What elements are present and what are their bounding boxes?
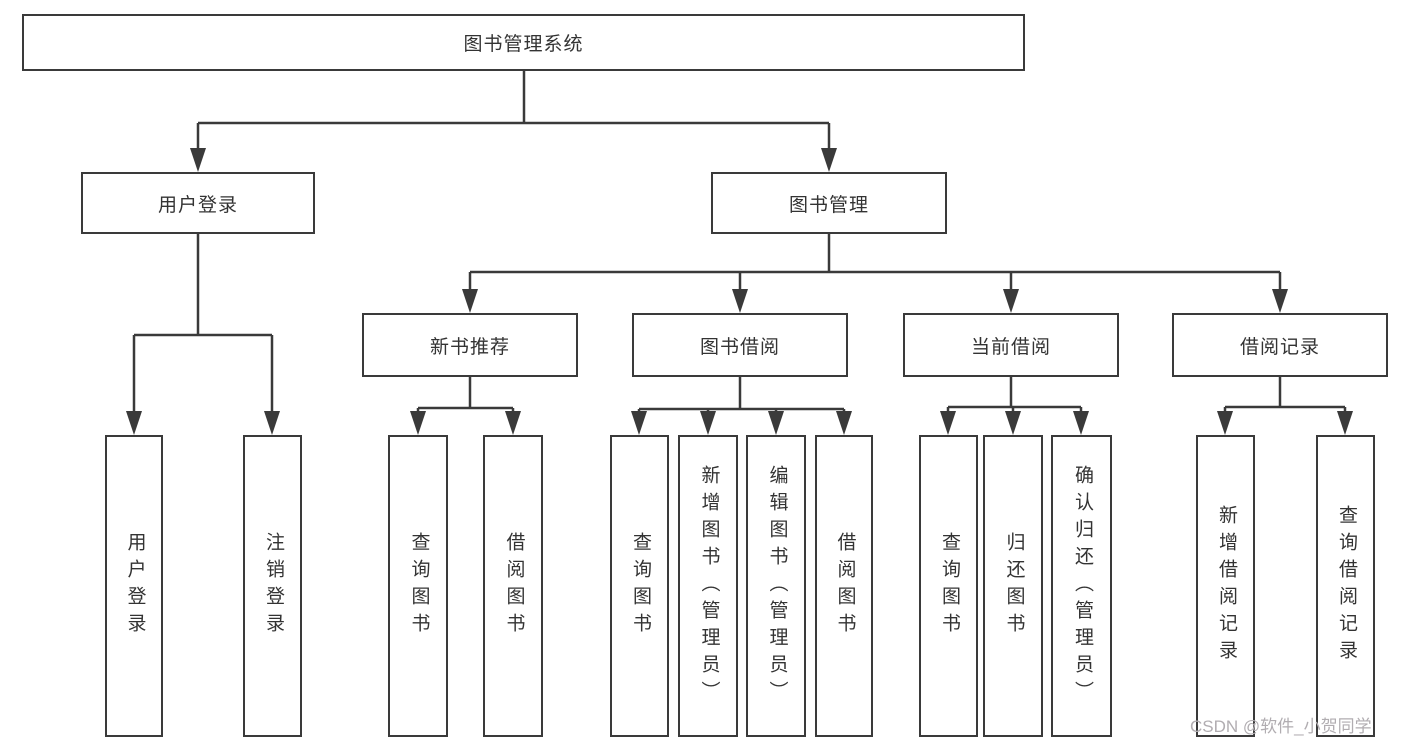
node-label: 查询图书 [629, 532, 651, 640]
node-label: 图书管理系统 [463, 34, 584, 55]
node-book-management: 图书管理 [711, 172, 947, 234]
node-label: 图书管理 [788, 194, 869, 216]
node-label: 归还图书 [1003, 532, 1025, 640]
node-label: 新增借阅记录 [1215, 505, 1237, 667]
connector-borrow-records-to-leaves [1217, 377, 1353, 435]
node-label: 借阅图书 [834, 532, 856, 640]
connector-new-book-recommend-to-leaves [410, 377, 521, 435]
connector-user-login-to-leaves [126, 234, 280, 435]
leaf-confirm-return-admin: 确认归还（管理员） [1051, 435, 1112, 737]
leaf-add-books-admin: 新增图书（管理员） [678, 435, 738, 737]
connector-current-borrow-to-leaves [940, 377, 1089, 435]
node-book-borrow: 图书借阅 [632, 313, 848, 377]
node-label: 编辑图书（管理员） [766, 464, 788, 708]
leaf-add-borrow-record: 新增借阅记录 [1196, 435, 1255, 737]
leaf-borrow-books-recommend: 借阅图书 [483, 435, 543, 737]
node-label: 查询图书 [938, 532, 960, 640]
leaf-query-books-current: 查询图书 [919, 435, 978, 737]
leaf-user-login: 用户登录 [105, 435, 163, 737]
node-current-borrow: 当前借阅 [903, 313, 1119, 377]
node-label: 借阅记录 [1239, 336, 1320, 358]
leaf-return-books: 归还图书 [983, 435, 1043, 737]
node-library-management-system: 图书管理系统 [22, 14, 1025, 71]
leaf-logout: 注销登录 [243, 435, 302, 737]
leaf-borrow-books: 借阅图书 [815, 435, 873, 737]
node-label: 当前借阅 [970, 336, 1051, 358]
node-new-book-recommend: 新书推荐 [362, 313, 578, 377]
node-label: 用户登录 [124, 532, 146, 640]
node-label: 查询图书 [408, 532, 430, 640]
node-label: 注销登录 [262, 532, 284, 640]
node-label: 新书推荐 [429, 336, 510, 358]
node-label: 图书借阅 [699, 336, 780, 358]
node-borrow-records: 借阅记录 [1172, 313, 1388, 377]
node-user-login: 用户登录 [81, 172, 315, 234]
connector-root-to-level2 [190, 71, 837, 172]
node-label: 查询借阅记录 [1335, 505, 1357, 667]
node-label: 新增图书（管理员） [698, 464, 720, 708]
node-label: 借阅图书 [503, 532, 525, 640]
leaf-query-books-borrow: 查询图书 [610, 435, 669, 737]
watermark: CSDN @软件_小贺同学 [1190, 717, 1372, 736]
connector-book-management-to-level3 [462, 234, 1288, 313]
connector-book-borrow-to-leaves [631, 377, 852, 435]
node-label: 确认归还（管理员） [1071, 464, 1093, 708]
leaf-query-books-recommend: 查询图书 [388, 435, 448, 737]
node-label: 用户登录 [157, 194, 238, 216]
leaf-edit-books-admin: 编辑图书（管理员） [746, 435, 806, 737]
leaf-query-borrow-record: 查询借阅记录 [1316, 435, 1375, 737]
